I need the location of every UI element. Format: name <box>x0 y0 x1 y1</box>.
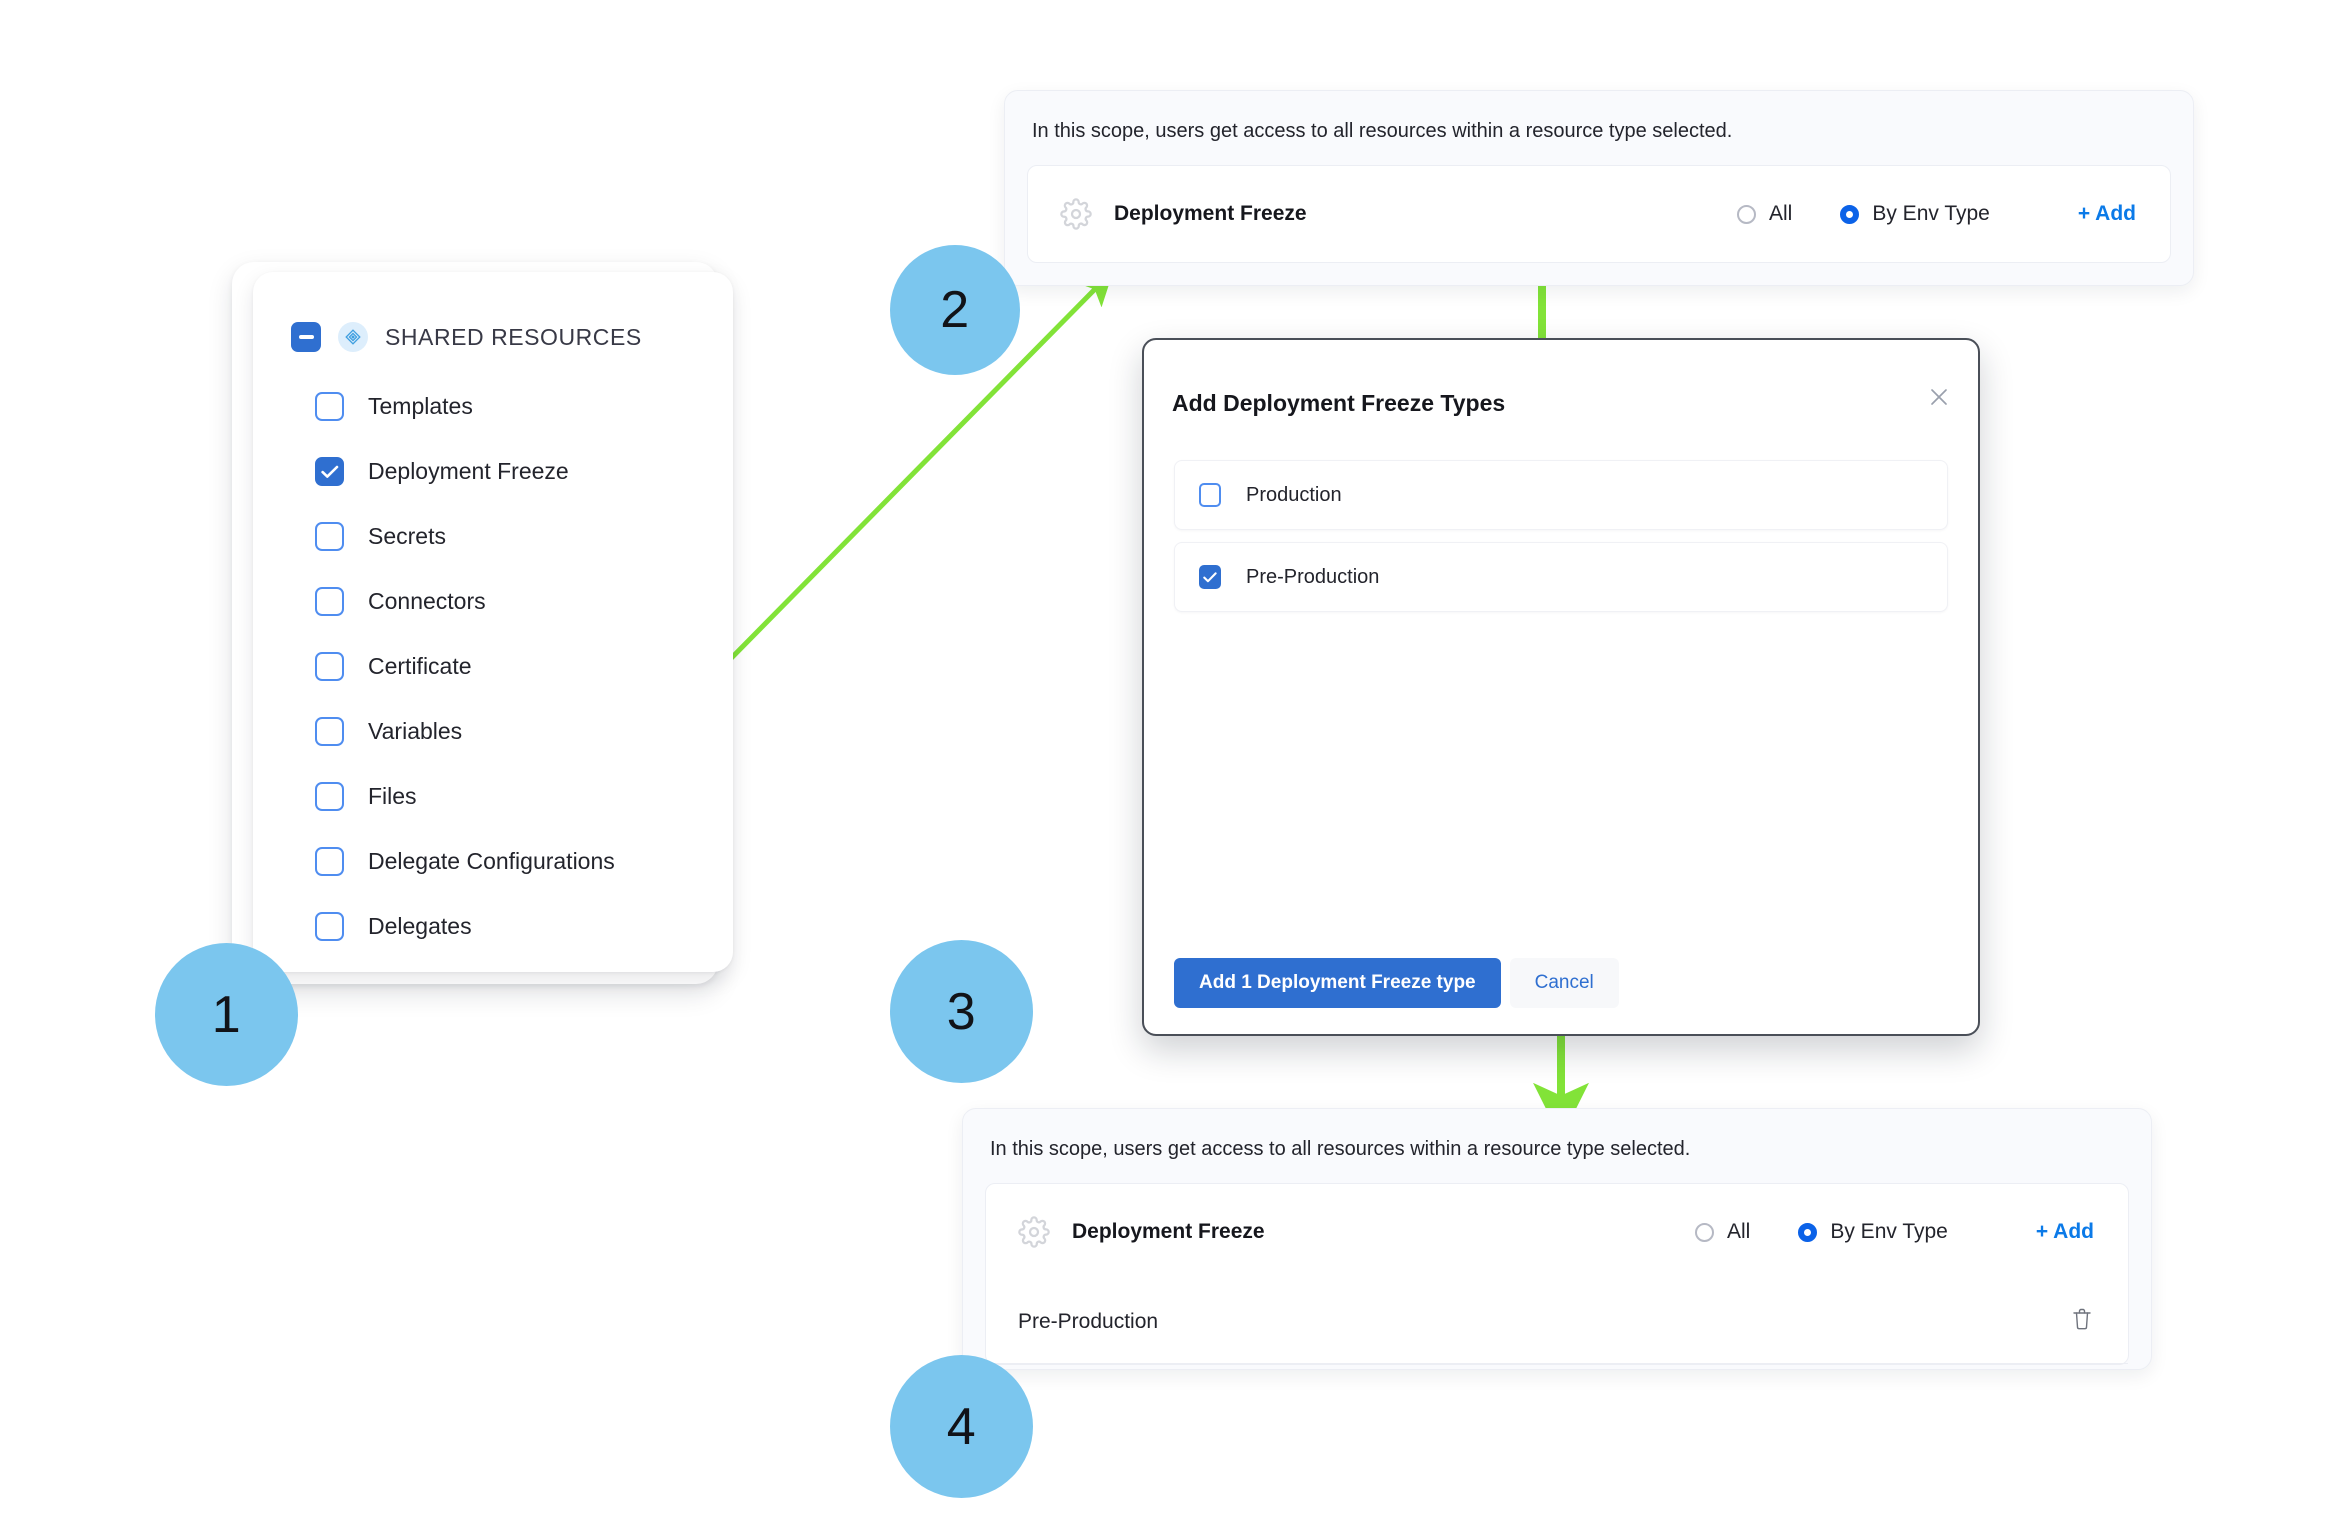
tree-checkbox-delegates[interactable] <box>315 912 344 941</box>
tree-item-connectors[interactable]: Connectors <box>291 569 733 634</box>
tree-label-secrets: Secrets <box>368 523 446 549</box>
shared-resources-checkbox[interactable] <box>291 322 321 352</box>
step-marker-4: 4 <box>890 1355 1033 1498</box>
tree-label-templates: Templates <box>368 393 473 419</box>
tree-label-files: Files <box>368 783 417 809</box>
tree-item-secrets[interactable]: Secrets <box>291 504 733 569</box>
tree-item-delegate-configurations[interactable]: Delegate Configurations <box>291 829 733 894</box>
scope-resource-row-bottom: Deployment Freeze All By Env Type + Add <box>986 1184 2128 1280</box>
add-deployment-freeze-types-modal: Add Deployment Freeze Types Production P… <box>1142 338 1980 1036</box>
step-marker-2-number: 2 <box>940 281 970 339</box>
step-marker-1-number: 1 <box>211 985 242 1044</box>
radio-option-env-type-top[interactable]: By Env Type <box>1840 202 1990 226</box>
tree-label-certificate: Certificate <box>368 653 472 679</box>
selected-env-row-pre-production: Pre-Production <box>986 1280 2128 1364</box>
trash-icon[interactable] <box>2070 1306 2094 1337</box>
close-icon[interactable] <box>1924 382 1954 412</box>
scope-note-bottom: In this scope, users get access to all r… <box>990 1138 1691 1160</box>
resource-tree-panel: SHARED RESOURCES Templates Deployment Fr… <box>253 272 733 972</box>
scope-note-top: In this scope, users get access to all r… <box>1032 120 1733 142</box>
radio-dot-env-type-top[interactable] <box>1840 204 1860 224</box>
radio-label-env-type-top: By Env Type <box>1872 202 1990 225</box>
tree-item-certificate[interactable]: Certificate <box>291 634 733 699</box>
radio-dot-env-type-bottom[interactable] <box>1798 1222 1818 1242</box>
radio-option-all-top[interactable]: All <box>1737 202 1792 226</box>
scope-resource-title-bottom: Deployment Freeze <box>1072 1220 1265 1243</box>
modal-option-production[interactable]: Production <box>1174 460 1948 530</box>
tree-label-delegate-configurations: Delegate Configurations <box>368 848 615 874</box>
arrow-1-to-2 <box>688 270 1114 702</box>
modal-title: Add Deployment Freeze Types <box>1172 390 1506 416</box>
tree-checkbox-delegate-configurations[interactable] <box>315 847 344 876</box>
scope-resource-row-top: Deployment Freeze All By Env Type + Add <box>1028 166 2170 262</box>
radio-label-env-type-bottom: By Env Type <box>1830 1220 1948 1243</box>
tree-item-templates[interactable]: Templates <box>291 374 733 439</box>
tree-checkbox-deployment-freeze[interactable] <box>315 457 344 486</box>
tree-checkbox-secrets[interactable] <box>315 522 344 551</box>
add-link-bottom[interactable]: + Add <box>2035 1220 2094 1243</box>
tree-label-deployment-freeze: Deployment Freeze <box>368 458 569 484</box>
scope-resource-card-bottom: Deployment Freeze All By Env Type + Add … <box>985 1183 2129 1365</box>
tree-checkbox-connectors[interactable] <box>315 587 344 616</box>
radio-label-all-bottom: All <box>1727 1220 1751 1243</box>
radio-option-env-type-bottom[interactable]: By Env Type <box>1798 1220 1948 1244</box>
tree-checkbox-variables[interactable] <box>315 717 344 746</box>
modal-footer: Add 1 Deployment Freeze type Cancel <box>1174 958 1619 1008</box>
resource-tree-list: Templates Deployment Freeze Secrets Conn… <box>253 374 733 959</box>
step-marker-3: 3 <box>890 940 1033 1083</box>
gear-icon <box>1018 1216 1050 1248</box>
tree-checkbox-templates[interactable] <box>315 392 344 421</box>
scope-panel-bottom: In this scope, users get access to all r… <box>962 1108 2152 1370</box>
tree-item-deployment-freeze[interactable]: Deployment Freeze <box>291 439 733 504</box>
tree-item-files[interactable]: Files <box>291 764 733 829</box>
tree-checkbox-certificate[interactable] <box>315 652 344 681</box>
step-marker-2: 2 <box>890 245 1020 375</box>
step-marker-4-number: 4 <box>946 1397 977 1456</box>
selected-env-label: Pre-Production <box>1018 1309 1159 1333</box>
scope-radio-group-bottom: All By Env Type <box>1695 1220 1948 1244</box>
tree-label-delegates: Delegates <box>368 913 472 939</box>
modal-checkbox-production[interactable] <box>1199 483 1221 507</box>
modal-checkbox-pre-production[interactable] <box>1199 565 1221 589</box>
scope-panel-top: In this scope, users get access to all r… <box>1004 90 2194 286</box>
shared-resources-label: SHARED RESOURCES <box>385 323 642 350</box>
step-marker-1: 1 <box>155 943 298 1086</box>
modal-options-list: Production Pre-Production <box>1174 460 1948 624</box>
modal-option-pre-production[interactable]: Pre-Production <box>1174 542 1948 612</box>
add-deployment-freeze-type-button[interactable]: Add 1 Deployment Freeze type <box>1174 958 1501 1008</box>
radio-dot-all-bottom[interactable] <box>1695 1222 1714 1242</box>
scope-resource-card-top: Deployment Freeze All By Env Type + Add <box>1027 165 2171 263</box>
scope-resource-title-top: Deployment Freeze <box>1114 202 1307 225</box>
step-marker-3-number: 3 <box>946 982 977 1041</box>
add-link-top[interactable]: + Add <box>2077 202 2136 225</box>
shared-resources-diamond-icon <box>338 322 368 352</box>
radio-option-all-bottom[interactable]: All <box>1695 1220 1750 1244</box>
gear-icon <box>1060 198 1092 230</box>
radio-label-all-top: All <box>1769 202 1793 225</box>
cancel-button[interactable]: Cancel <box>1509 958 1619 1008</box>
radio-dot-all-top[interactable] <box>1737 204 1756 224</box>
tree-item-delegates[interactable]: Delegates <box>291 894 733 959</box>
modal-label-pre-production: Pre-Production <box>1246 565 1380 588</box>
tree-label-variables: Variables <box>368 718 463 744</box>
tree-checkbox-files[interactable] <box>315 782 344 811</box>
scope-radio-group-top: All By Env Type <box>1737 202 1990 226</box>
modal-label-production: Production <box>1246 483 1342 506</box>
tree-item-variables[interactable]: Variables <box>291 699 733 764</box>
shared-resources-header[interactable]: SHARED RESOURCES <box>253 272 733 352</box>
tree-label-connectors: Connectors <box>368 588 486 614</box>
